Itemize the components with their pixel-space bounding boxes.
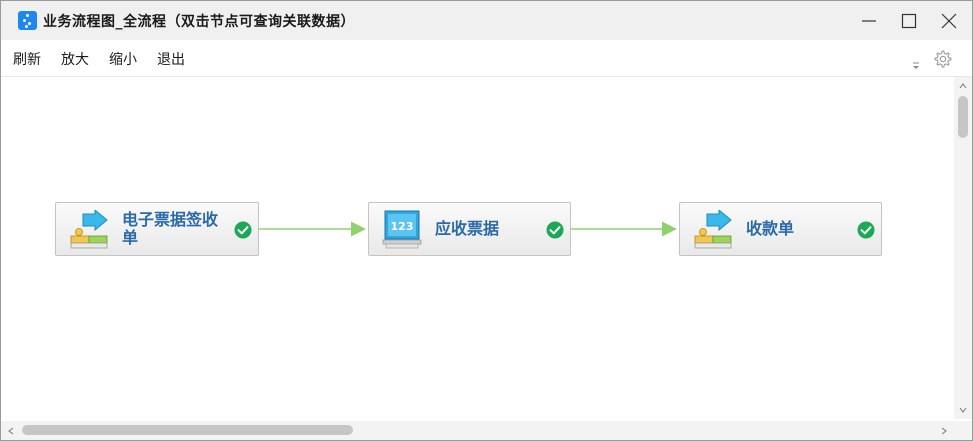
horizontal-scrollbar[interactable] <box>1 421 954 440</box>
dropdown-arrow-icon[interactable] <box>911 60 921 70</box>
flow-app-icon <box>18 11 37 30</box>
check-circle-icon <box>857 221 875 239</box>
window-title: 业务流程图_全流程（双击节点可查询关联数据） <box>43 14 355 30</box>
scroll-down-arrow-icon[interactable] <box>958 405 968 415</box>
flow-node-receipt-voucher[interactable]: 收款单 <box>679 202 882 256</box>
horizontal-scroll-thumb[interactable] <box>22 425 353 435</box>
title-bar: 业务流程图_全流程（双击节点可查询关联数据） <box>1 1 972 40</box>
vertical-scroll-thumb[interactable] <box>958 96 968 138</box>
menu-refresh[interactable]: 刷新 <box>13 52 41 68</box>
minimize-icon <box>862 20 876 22</box>
scroll-left-arrow-icon[interactable] <box>6 426 16 436</box>
flow-node-notes-receivable[interactable]: 123 应收票据 <box>368 202 571 256</box>
calculator-screen-icon: 123 <box>382 210 422 249</box>
node-label: 收款单 <box>746 219 795 238</box>
vertical-scrollbar[interactable] <box>954 77 972 419</box>
gear-icon[interactable] <box>933 49 953 69</box>
close-button[interactable] <box>937 9 961 33</box>
maximize-button[interactable] <box>897 9 921 33</box>
scrollbar-corner <box>954 421 972 440</box>
scroll-right-arrow-icon[interactable] <box>939 426 949 436</box>
document-transfer-icon <box>694 210 732 249</box>
scroll-up-arrow-icon[interactable] <box>958 81 968 91</box>
minimize-button[interactable] <box>857 9 881 33</box>
document-transfer-icon <box>70 210 108 249</box>
maximize-icon <box>901 13 917 29</box>
menu-bar: 刷新 放大 缩小 退出 <box>1 40 972 77</box>
check-circle-icon <box>546 221 564 239</box>
node-label: 电子票据签收单 <box>122 210 219 247</box>
node-label: 应收票据 <box>435 219 500 238</box>
close-icon <box>941 13 957 29</box>
menu-exit[interactable]: 退出 <box>157 52 185 68</box>
menu-zoom-out[interactable]: 缩小 <box>109 52 137 68</box>
flow-node-e-bill-receipt[interactable]: 电子票据签收单 <box>55 202 259 256</box>
flow-canvas: 电子票据签收单 123 应收票据 <box>1 77 954 419</box>
menu-zoom-in[interactable]: 放大 <box>61 52 89 68</box>
check-circle-icon <box>234 221 252 239</box>
svg-text:123: 123 <box>391 220 414 233</box>
